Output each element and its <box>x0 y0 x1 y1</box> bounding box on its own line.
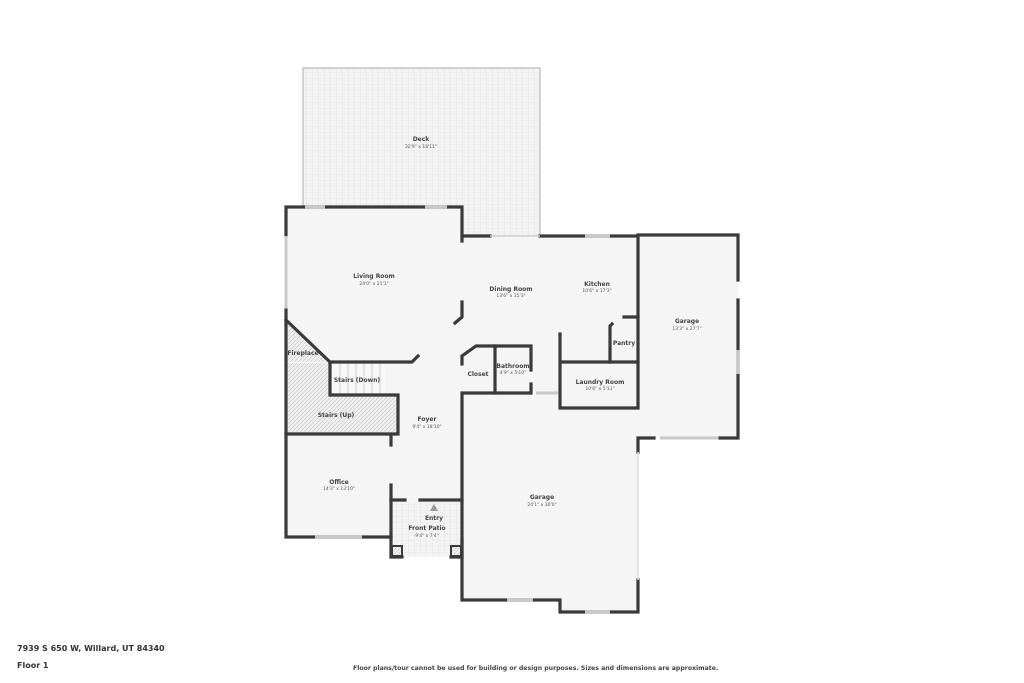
room-label-living: Living Room <box>353 273 395 280</box>
room-label-office: Office <box>329 479 348 486</box>
room-dim-office: 14'3" x 13'10" <box>323 486 355 492</box>
room-dim-living: 24'0" x 21'1" <box>359 281 388 287</box>
patio-pillar-right <box>450 545 462 557</box>
room-label-stairs-up: Stairs (Up) <box>318 412 355 419</box>
room-label-front-patio: Front Patio <box>408 525 445 532</box>
room-dim-laundry: 10'6" x 5'11" <box>585 386 614 392</box>
room-dim-foyer: 9'4" x 18'10" <box>412 424 441 430</box>
windows <box>284 205 740 614</box>
property-address: 7939 S 650 W, Willard, UT 84340 <box>17 644 165 653</box>
room-dim-garage-main: 24'1" x 30'0" <box>527 502 556 508</box>
room-label-entry: Entry <box>425 515 443 522</box>
walls <box>283 205 740 614</box>
disclaimer: Floor plans/tour cannot be used for buil… <box>353 665 719 672</box>
room-label-garage-right: Garage <box>675 318 699 325</box>
room-dim-front-patio: 9'4" x 7'4" <box>415 533 439 539</box>
room-dim-garage-right: 13'3" x 27'7" <box>672 326 701 332</box>
patio-pillar-left <box>391 545 403 557</box>
room-dim-deck: 32'9" x 18'11" <box>405 144 437 150</box>
room-label-fireplace: Fireplace <box>287 350 318 357</box>
room-dim-bathroom: 4'9" x 5'10" <box>500 370 526 376</box>
room-label-foyer: Foyer <box>418 416 437 423</box>
room-label-deck: Deck <box>413 136 431 143</box>
room-label-pantry: Pantry <box>613 340 635 347</box>
room-label-bathroom: Bathroom <box>496 363 529 370</box>
room-dim-kitchen: 10'6" x 17'3" <box>582 288 611 294</box>
floor-label: Floor 1 <box>17 661 49 670</box>
room-label-dining: Dining Room <box>489 286 532 293</box>
room-label-garage-main: Garage <box>530 494 554 501</box>
room-label-laundry: Laundry Room <box>576 379 625 386</box>
room-label-closet: Closet <box>467 371 488 378</box>
room-label-kitchen: Kitchen <box>584 281 610 288</box>
room-label-stairs-down: Stairs (Down) <box>334 377 381 384</box>
room-dim-dining: 13'6" x 15'3" <box>496 293 525 299</box>
entry-arrow-icon <box>430 504 438 511</box>
front-patio-area <box>392 502 461 556</box>
stairs-down-treads <box>339 363 381 395</box>
stairs-up-area <box>287 363 398 434</box>
